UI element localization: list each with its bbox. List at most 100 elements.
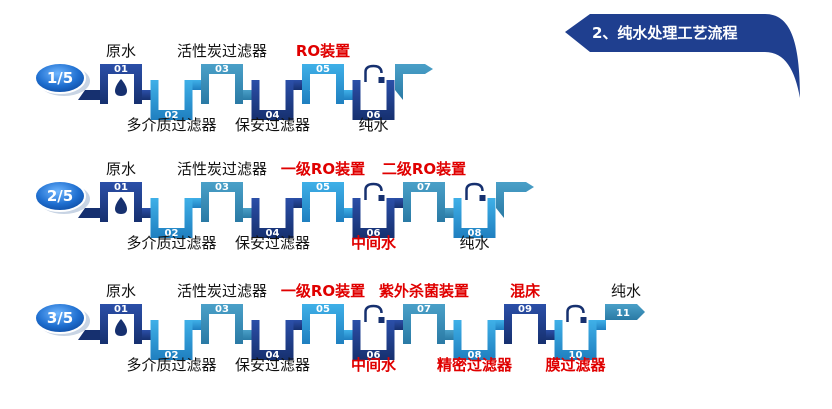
end-arrow [605,304,645,320]
connector [142,90,152,100]
step-label: 纯水 [459,234,489,252]
step-number: 07 [417,304,431,315]
paper-plane-icon [309,77,336,100]
step-number: 01 [114,304,128,315]
connector [394,198,404,208]
connector [293,320,303,330]
step-label: 纯水 [358,116,388,134]
step-number: 05 [316,304,330,315]
connector [344,90,354,100]
flow-badge-label: 2/5 [47,187,73,205]
shower-icon [411,198,437,214]
shower-icon [411,320,437,336]
step-03: 03 活性炭过滤器 [177,282,267,344]
step-segment [201,182,243,222]
step-number: 03 [215,304,229,315]
connector [243,330,253,340]
step-segment [302,182,344,222]
step-label: 纯水 [611,282,641,300]
connector [344,330,354,340]
flow-badge-label: 1/5 [47,69,73,87]
end-arrow [395,64,433,100]
step-segment [302,304,344,344]
step-01: 01 原水 [100,42,152,104]
step-07: 07 紫外杀菌装置 [379,282,469,344]
header-banner: 2、纯水处理工艺流程 [565,14,800,98]
sliders-icon [264,67,281,85]
step-label: 活性炭过滤器 [177,42,267,60]
step-label: 活性炭过滤器 [177,282,267,300]
shower-icon [158,68,185,84]
lead-band [78,330,100,340]
step-segment [150,320,193,360]
step-segment [403,304,445,344]
step-segment [251,320,294,360]
step-segment [453,320,496,360]
step-segment [201,64,243,104]
step-label: 一级RO装置 [281,160,365,178]
end-arrow [496,182,534,218]
header-title: 2、纯水处理工艺流程 [592,24,737,42]
step-segment [251,80,294,120]
step-segment [554,320,597,360]
step-label: 多介质过滤器 [126,116,216,134]
connector [546,330,556,340]
step-number: 02 [165,110,179,121]
step-number: 01 [114,182,128,193]
step-label: 保安过滤器 [235,116,310,134]
step-segment [352,320,395,360]
step-03: 03 活性炭过滤器 [177,160,267,222]
sliders-icon [264,307,281,325]
step-number: 02 [165,228,179,239]
step-number: 08 [468,228,482,239]
flow-badge: 1/5 [34,62,90,96]
flow-badge: 3/5 [34,302,90,336]
step-label: 中间水 [351,234,397,252]
step-number: 01 [114,64,128,75]
connector [344,208,354,218]
connector [243,208,253,218]
step-segment [201,304,243,344]
step-label: 原水 [106,282,136,300]
step-label: 原水 [106,160,136,178]
faucet-icon [465,182,486,201]
step-number: 08 [468,350,482,361]
step-segment [150,80,193,120]
connector [445,330,455,340]
step-label: 一级RO装置 [281,282,365,300]
paper-plane-icon [309,195,336,218]
step-label: 原水 [106,42,136,60]
step-label: 紫外杀菌装置 [379,282,469,300]
flask-icon [211,195,233,215]
connector [445,208,455,218]
step-number: 09 [518,304,532,315]
water-drop-icon [115,319,127,336]
step-number: 07 [417,182,431,193]
faucet-icon [364,304,385,323]
connector [596,320,606,330]
step-label: 多介质过滤器 [126,356,216,374]
step-label: 混床 [510,282,541,300]
step-segment [100,64,142,104]
step-05: 05 一级RO装置 [281,282,365,344]
flask-icon [464,305,485,325]
connector [192,80,202,90]
step-label: 活性炭过滤器 [177,160,267,178]
water-drop-icon [115,79,127,96]
faucet-icon [566,304,587,323]
flow-badge-label: 3/5 [47,309,73,327]
step-segment [150,198,193,238]
step-segment [403,182,445,222]
step-number: 04 [266,350,280,361]
step-number: 03 [215,182,229,193]
step-number: 04 [266,228,280,239]
